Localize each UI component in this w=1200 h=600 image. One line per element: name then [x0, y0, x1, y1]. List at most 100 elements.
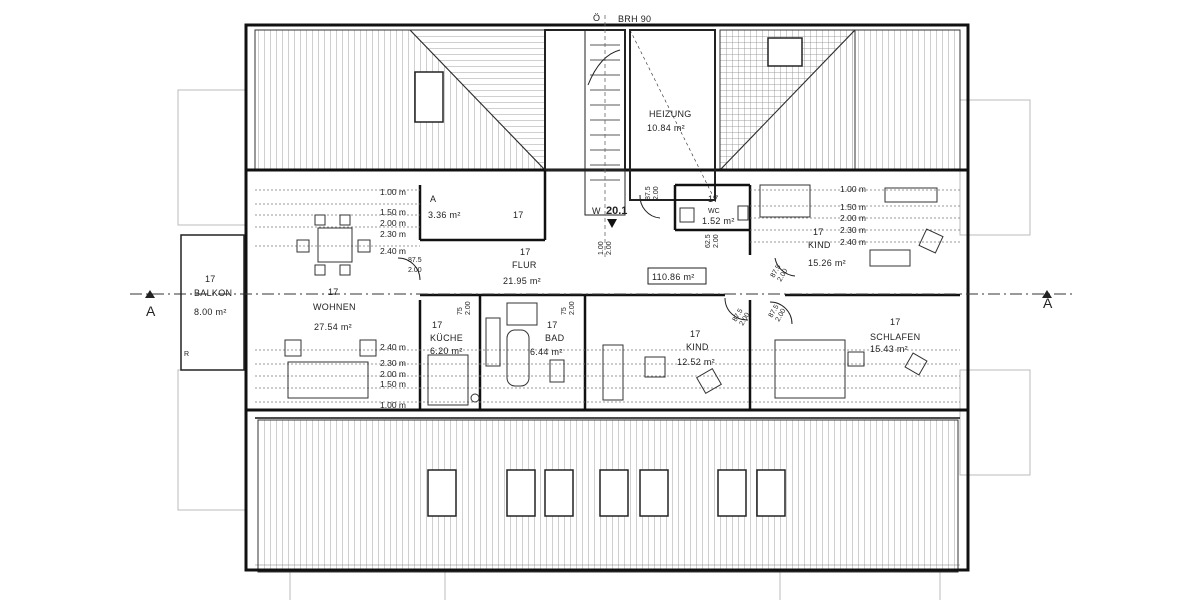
- door-swings: [397, 194, 796, 325]
- door-dim-a: 75: [457, 307, 464, 315]
- bed: [759, 184, 811, 218]
- door-dim-a: 87.5: [408, 257, 422, 264]
- chair: [357, 239, 371, 253]
- chair: [904, 352, 928, 376]
- stove: [485, 317, 501, 367]
- wohnen-area: 27.54 m²: [314, 322, 352, 332]
- door-dim-a: 62.5: [705, 234, 712, 248]
- kueche-number: 17: [432, 320, 443, 330]
- basin: [737, 205, 749, 221]
- balkon-r: R: [184, 351, 189, 358]
- schlafen-area: 15.43 m²: [870, 344, 908, 354]
- kind-mid-area: 12.52 m²: [677, 357, 715, 367]
- entrance-value: 20.1: [606, 205, 627, 217]
- desk: [644, 356, 666, 378]
- height-label: 2.30 m: [380, 358, 406, 368]
- bathtub: [506, 329, 530, 387]
- skylight: [427, 469, 457, 517]
- bad-name: BAD: [545, 333, 565, 343]
- height-label: 1.00 m: [840, 184, 866, 194]
- nightstand: [847, 351, 865, 367]
- wohnen-name: WOHNEN: [313, 302, 356, 312]
- skylight: [767, 37, 803, 67]
- entrance-label: W: [592, 206, 601, 216]
- door-dim-a: 1.00: [598, 241, 605, 255]
- section-arrow-left: [145, 290, 155, 298]
- section-arrow-right: [1042, 290, 1052, 298]
- kueche-area: 6.20 m²: [430, 346, 463, 356]
- height-labels-wohnen-top: 1.00 m 1.50 m 2.00 m 2.30 m 2.40 m: [380, 187, 406, 256]
- balcony: 17 BALKON 8.00 m² R: [180, 234, 245, 371]
- roof-bottom: [257, 419, 959, 573]
- height-label: 1.00 m: [380, 400, 406, 410]
- door-dim-b: 2.00: [653, 186, 660, 200]
- height-label: 1.50 m: [840, 202, 866, 212]
- schlafen-number: 17: [890, 317, 901, 327]
- sink: [470, 393, 480, 403]
- flur-name: FLUR: [512, 260, 537, 270]
- armchair: [359, 339, 377, 357]
- entrance-arrow: [607, 219, 617, 228]
- height-label: 2.40 m: [380, 342, 406, 352]
- bad-number: 17: [547, 320, 558, 330]
- armchair: [284, 339, 302, 357]
- chair: [314, 264, 326, 276]
- toilet: [549, 359, 565, 383]
- skylight: [639, 469, 669, 517]
- balkon-area: 8.00 m²: [194, 307, 227, 317]
- skylight: [506, 469, 536, 517]
- skylight: [414, 71, 444, 123]
- wohnen-number: 17: [328, 287, 339, 297]
- abstell-number: A: [430, 194, 436, 204]
- balkon-name: BALKON: [194, 288, 232, 298]
- kind-right-name: KIND: [808, 240, 831, 250]
- door-dim-b: 2.00: [408, 267, 422, 274]
- wardrobe: [602, 344, 624, 401]
- bad-area: 6.44 m²: [530, 347, 563, 357]
- staircase: [544, 15, 626, 260]
- height-labels-wohnen-bottom: 2.40 m 2.30 m 2.00 m 1.50 m 1.00 m: [380, 342, 406, 410]
- wc-area: 1.52 m²: [702, 216, 735, 226]
- chair: [339, 264, 351, 276]
- door-dim-b: 2.00: [713, 234, 720, 248]
- roof-top: [254, 29, 961, 172]
- heizung-name: HEIZUNG: [649, 109, 692, 119]
- door-dim-a: 75: [561, 307, 568, 315]
- chair: [296, 239, 310, 253]
- kueche-name: KÜCHE: [430, 333, 463, 343]
- height-label: 2.30 m: [840, 225, 866, 235]
- chair: [918, 228, 944, 254]
- bed: [774, 339, 846, 399]
- height-label: 2.30 m: [380, 229, 406, 239]
- kitchen-counter: [427, 354, 469, 406]
- flur-area: 21.95 m²: [503, 276, 541, 286]
- height-label: 1.50 m: [380, 379, 406, 389]
- abstell-extra: 17: [513, 210, 524, 220]
- height-label: 1.50 m: [380, 207, 406, 217]
- height-label: 2.40 m: [840, 237, 866, 247]
- section-label-left: A: [146, 303, 156, 319]
- height-lines: [255, 189, 960, 403]
- kind-right-number: 17: [813, 227, 824, 237]
- heizung-room: [629, 29, 716, 201]
- height-label: 1.00 m: [380, 187, 406, 197]
- height-label: 2.40 m: [380, 246, 406, 256]
- furniture: [284, 184, 944, 406]
- height-label: 2.00 m: [840, 213, 866, 223]
- skylight: [717, 469, 747, 517]
- sofa: [287, 361, 369, 399]
- brh-label: BRH 90: [618, 14, 651, 24]
- balkon-number: 17: [205, 274, 216, 284]
- wc-number: 17: [708, 194, 719, 204]
- toilet: [679, 207, 695, 223]
- flur-number: 17: [520, 247, 531, 257]
- kind-mid-name: KIND: [686, 342, 709, 352]
- section-label-right: A: [1043, 295, 1053, 311]
- table: [869, 249, 911, 267]
- skylight: [599, 469, 629, 517]
- total-area: 110.86 m²: [652, 272, 695, 282]
- chair: [314, 214, 326, 226]
- abstell-area: 3.36 m²: [428, 210, 461, 220]
- chair: [696, 368, 722, 394]
